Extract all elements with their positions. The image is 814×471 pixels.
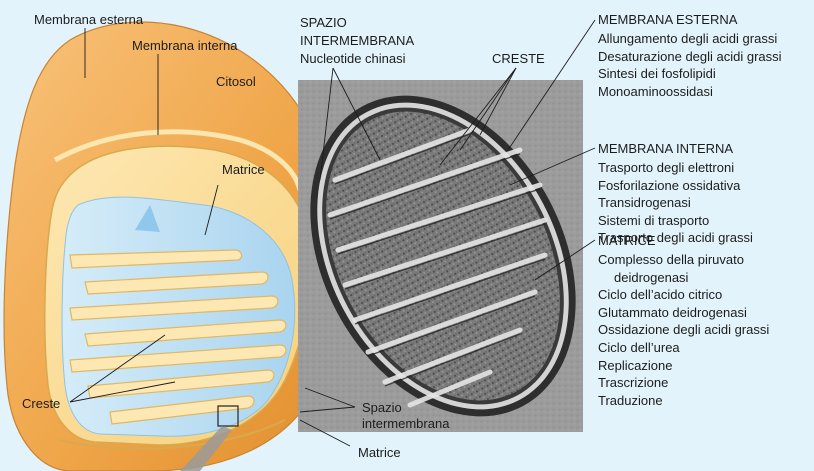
label-creste-micrograph: CRESTE: [492, 51, 545, 67]
list-item: Trasporto degli elettroni: [598, 159, 753, 177]
list-item: Ciclo dell’urea: [598, 339, 769, 357]
heading-matrice: MATRICE: [598, 233, 656, 249]
heading-membrana-interna: MEMBRANA INTERNA: [598, 141, 733, 157]
list-item: Ossidazione degli acidi grassi: [598, 321, 769, 339]
label-spazio-bottom-2: intermembrana: [362, 416, 449, 432]
label-matrice-top: Matrice: [222, 162, 265, 178]
list-item: Traduzione: [598, 392, 769, 410]
label-creste: Creste: [22, 396, 60, 412]
electron-micrograph: [257, 50, 629, 463]
label-nucleotide-chinasi: Nucleotide chinasi: [300, 51, 406, 67]
label-citosol: Citosol: [216, 74, 256, 90]
label-spazio-bottom-1: Spazio: [362, 400, 402, 416]
list-item: deidrogenasi: [598, 269, 769, 287]
list-item: Replicazione: [598, 357, 769, 375]
list-item: Complesso della piruvato: [598, 251, 769, 269]
label-spazio-1: SPAZIO: [300, 15, 347, 31]
list-item: Desaturazione degli acidi grassi: [598, 48, 782, 66]
heading-membrana-esterna: MEMBRANA ESTERNA: [598, 12, 737, 28]
list-item: Trascrizione: [598, 374, 769, 392]
label-matrice-bottom: Matrice: [358, 445, 401, 461]
list-item: Transidrogenasi: [598, 194, 753, 212]
list-membrana-esterna: Allungamento degli acidi grassi Desatura…: [598, 30, 782, 100]
label-spazio-2: INTERMEMBRANA: [300, 33, 414, 49]
list-matrice: Complesso della piruvato deidrogenasi Ci…: [598, 251, 769, 409]
label-membrana-esterna: Membrana esterna: [34, 12, 143, 28]
list-item: Monoaminoossidasi: [598, 83, 782, 101]
list-item: Ciclo dell’acido citrico: [598, 286, 769, 304]
list-item: Sintesi dei fosfolipidi: [598, 65, 782, 83]
list-item: Fosforilazione ossidativa: [598, 177, 753, 195]
list-item: Sistemi di trasporto: [598, 212, 753, 230]
list-item: Allungamento degli acidi grassi: [598, 30, 782, 48]
list-item: Glutammato deidrogenasi: [598, 304, 769, 322]
label-membrana-interna: Membrana interna: [132, 38, 238, 54]
